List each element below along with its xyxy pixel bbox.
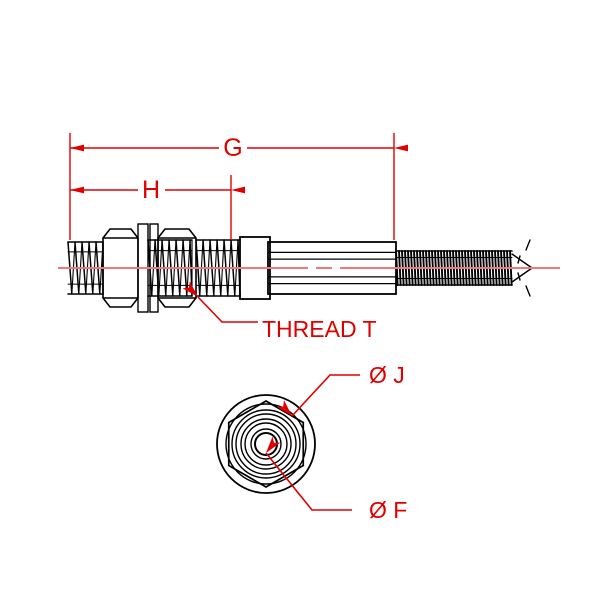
callout-label-thread-t: THREAD T	[262, 316, 377, 342]
end-view-circle-2	[235, 413, 297, 475]
callout-leader-group	[182, 281, 360, 511]
callout-leader-thread-t	[182, 281, 258, 323]
callout-label-diameter-f: Ø F	[369, 497, 407, 523]
callout-leader-diameter-j	[276, 374, 360, 417]
end-view-circle-3	[240, 418, 292, 470]
end-view-circle-4	[244, 422, 288, 466]
second-hex-nut	[157, 228, 197, 308]
leader-arrowhead	[266, 436, 281, 453]
dimension-label-h: H	[142, 176, 160, 204]
callout-leader-diameter-f	[265, 436, 352, 511]
end-view-circle-5	[250, 428, 282, 460]
dimension-group	[69, 133, 408, 240]
callout-label-diameter-j: Ø J	[369, 362, 405, 388]
dimension-label-g: G	[223, 134, 242, 162]
leader-arrowhead	[182, 281, 198, 297]
leader-arrowhead	[276, 400, 292, 416]
end-elevation-view	[216, 394, 316, 494]
end-view-outer-circle	[216, 394, 316, 494]
body-tube	[267, 241, 397, 295]
end-view-circle-0	[225, 403, 307, 485]
break-symbol	[511, 239, 533, 297]
end-view-circle-1	[231, 409, 301, 479]
end-view-hexagon	[227, 400, 305, 488]
